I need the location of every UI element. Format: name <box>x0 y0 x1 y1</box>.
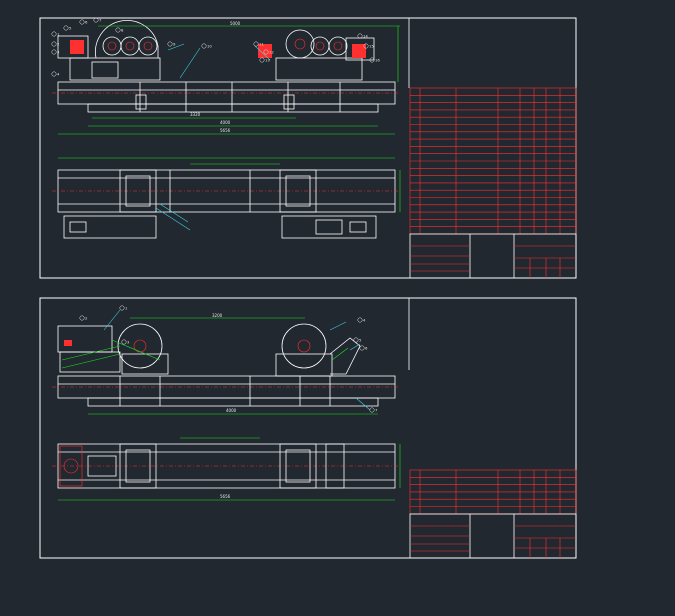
part-balloon: 6 <box>79 20 88 25</box>
roller-wheel <box>120 36 140 56</box>
roller-wheel <box>117 323 163 369</box>
part-balloon-label: 12 <box>269 50 274 55</box>
part-balloon-label: 8 <box>121 28 124 33</box>
part-balloon: 3 <box>51 50 60 55</box>
part-balloon-label: 16 <box>375 58 380 63</box>
roller-wheel <box>138 36 158 56</box>
part-balloon: 4 <box>51 72 60 77</box>
roller-wheel <box>102 36 122 56</box>
plan-drive-unit <box>281 215 377 239</box>
part-balloon-label: 2 <box>85 316 88 321</box>
sheet-1-elevation-view: 5000 3320 4000 5656 <box>52 20 400 135</box>
drive-motor-block <box>258 44 272 58</box>
dimension-label: 5000 <box>230 21 241 26</box>
dimension-label: 5656 <box>220 494 231 499</box>
part-balloon-label: 6 <box>85 20 88 25</box>
part-balloon: 16 <box>369 58 380 63</box>
sheet-1-title-block <box>409 233 577 279</box>
part-balloon: 12 <box>263 50 274 55</box>
drive-motor-block <box>352 44 366 58</box>
part-balloon: 6 <box>359 346 368 351</box>
part-balloon-label: 2 <box>57 42 60 47</box>
part-balloon: 13 <box>259 58 270 63</box>
part-balloon: 11 <box>253 42 264 47</box>
drive-motor-red <box>59 445 83 487</box>
part-balloon: 1 <box>119 306 128 311</box>
part-balloon-label: 10 <box>207 44 212 49</box>
right-roller-assembly <box>275 323 361 377</box>
sheet-1-plan-view <box>52 157 401 239</box>
part-balloon: 2 <box>79 316 88 321</box>
sheet-2-balloons: 1 2 3 4 56 7 <box>79 306 378 413</box>
part-balloon: 5 <box>353 338 362 343</box>
plan-roller-seat <box>119 443 157 489</box>
right-roller-assembly <box>258 29 375 81</box>
part-balloon: 14 <box>357 34 368 39</box>
part-balloon-label: 1 <box>125 306 128 311</box>
part-balloon: 9 <box>167 42 176 47</box>
part-balloon-label: 7 <box>375 408 378 413</box>
plan-roller-seat <box>279 169 317 213</box>
part-balloon-label: 7 <box>99 18 102 23</box>
drawing-sheet-2: 3200 4000 5656 <box>39 297 577 559</box>
plan-roller-seat <box>279 443 317 489</box>
sheet-2-title-block <box>409 513 577 559</box>
part-balloon-label: 3 <box>57 50 60 55</box>
dimension-label: 3200 <box>212 313 223 318</box>
part-balloon-label: 9 <box>173 42 176 47</box>
roller-wheel <box>285 29 315 59</box>
sheet-2-plan-view: 5656 <box>52 437 401 501</box>
plan-roller-seat <box>119 169 157 213</box>
part-balloon-label: 6 <box>365 346 368 351</box>
part-balloon: 7 <box>369 408 378 413</box>
part-balloon: 3 <box>121 340 130 345</box>
left-roller-assembly <box>57 20 161 81</box>
dimension-label: 5656 <box>220 128 231 133</box>
part-balloon-label: 3 <box>127 340 130 345</box>
drive-motor-block <box>70 40 84 54</box>
part-balloon-label: 5 <box>359 338 362 343</box>
part-balloon: 8 <box>115 28 124 33</box>
part-balloon-label: 4 <box>363 318 366 323</box>
part-balloon: 1 <box>51 32 60 37</box>
part-balloon-label: 5 <box>69 26 72 31</box>
dimension-label: 4000 <box>220 120 231 125</box>
sheet-2-parts-table <box>409 469 577 515</box>
part-balloon-label: 14 <box>363 34 368 39</box>
sheet-1-border <box>39 17 577 279</box>
dimension-label: 3320 <box>190 112 201 117</box>
plan-drive-unit <box>63 215 157 239</box>
sheet-2-elevation-view: 3200 4000 <box>52 309 400 415</box>
part-balloon: 7 <box>93 18 102 23</box>
dimension-label: 4000 <box>226 408 237 413</box>
part-balloon: 4 <box>357 318 366 323</box>
roller-wheel <box>281 323 327 369</box>
sheet-1-parts-table <box>409 87 577 235</box>
part-balloon: 15 <box>363 44 374 49</box>
part-balloon-label: 15 <box>369 44 374 49</box>
part-balloon: 2 <box>51 42 60 47</box>
part-balloon-label: 4 <box>57 72 60 77</box>
sheet-2-border <box>39 297 577 559</box>
part-balloon: 10 <box>201 44 212 49</box>
part-balloon-label: 13 <box>265 58 270 63</box>
drawing-sheet-1: 5000 3320 4000 5656 <box>39 17 577 279</box>
part-balloon: 5 <box>63 26 72 31</box>
support-bracket <box>329 337 361 375</box>
part-balloon-label: 1 <box>57 32 60 37</box>
part-balloon-label: 11 <box>259 42 264 47</box>
left-roller-assembly <box>57 323 169 375</box>
